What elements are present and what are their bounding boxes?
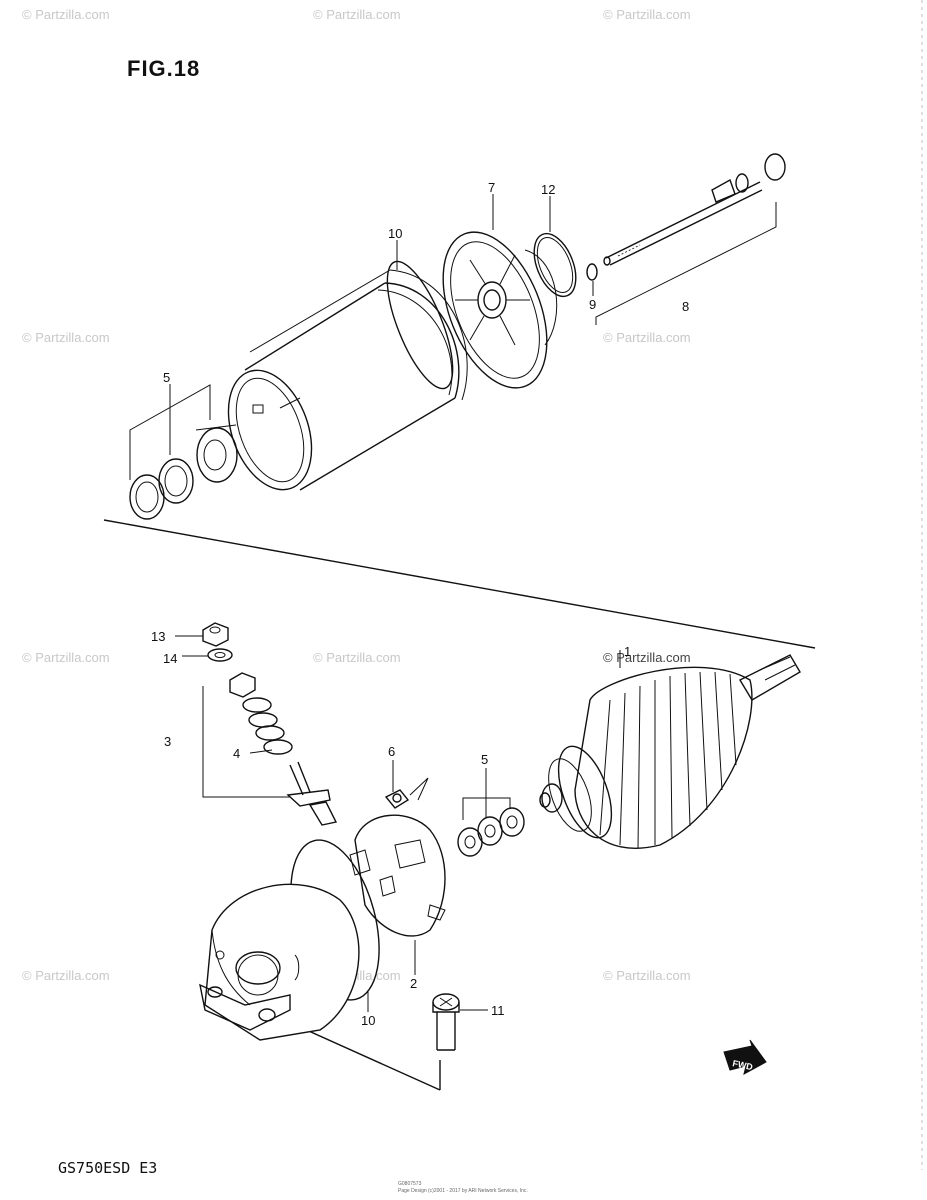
document-id: G0807573 bbox=[398, 1181, 422, 1187]
assembly-line bbox=[103, 519, 816, 649]
callout-9: 9 bbox=[589, 297, 596, 312]
callout-3: 3 bbox=[164, 734, 171, 749]
watermark: © Partzilla.com bbox=[22, 650, 110, 665]
nut-13 bbox=[202, 622, 229, 647]
starter-yoke-housing bbox=[227, 269, 470, 491]
brush-6 bbox=[384, 777, 429, 809]
fwd-label: FWD bbox=[732, 1058, 755, 1072]
washer-set-bottom bbox=[457, 807, 525, 857]
callout-8: 8 bbox=[682, 299, 689, 314]
washer-9 bbox=[586, 263, 598, 281]
watermark: © Partzilla.com bbox=[313, 650, 401, 665]
callout-7: 7 bbox=[488, 180, 495, 195]
watermark: © Partzilla.com bbox=[22, 7, 110, 22]
callout-10-top: 10 bbox=[388, 226, 402, 241]
callout-6: 6 bbox=[388, 744, 395, 759]
end-cover bbox=[442, 231, 558, 389]
through-bolt bbox=[603, 153, 786, 266]
watermark: © Partzilla.com bbox=[313, 7, 401, 22]
callout-4: 4 bbox=[233, 746, 240, 761]
o-ring-12 bbox=[533, 232, 577, 298]
figure-title: FIG.18 bbox=[127, 56, 201, 81]
watermark: © Partzilla.com bbox=[603, 7, 691, 22]
fwd-arrow: FWD bbox=[723, 1039, 767, 1075]
o-ring bbox=[386, 260, 454, 390]
callout-14: 14 bbox=[163, 651, 177, 666]
watermark: © Partzilla.com bbox=[603, 968, 691, 983]
callout-5-bottom: 5 bbox=[481, 752, 488, 767]
model-code: GS750ESD E3 bbox=[58, 1159, 158, 1177]
washer-set-top bbox=[129, 424, 238, 520]
watermark: © Partzilla.com bbox=[22, 330, 110, 345]
callout-11: 11 bbox=[491, 1003, 505, 1018]
callout-13: 13 bbox=[151, 629, 165, 644]
rear-end-cover bbox=[199, 883, 360, 1041]
watermark: © Partzilla.com bbox=[22, 968, 110, 983]
callout-5-top: 5 bbox=[163, 370, 170, 385]
callout-10-bottom: 10 bbox=[361, 1013, 375, 1028]
callout-12: 12 bbox=[541, 182, 555, 197]
brush-holder-plate bbox=[349, 814, 446, 937]
watermark: © Partzilla.com bbox=[603, 330, 691, 345]
watermark: © Partzilla.com bbox=[603, 650, 691, 665]
callout-2: 2 bbox=[410, 976, 417, 991]
callout-1: 1 bbox=[624, 644, 631, 659]
bolt-11 bbox=[432, 993, 460, 1051]
terminal-set bbox=[229, 672, 338, 826]
armature bbox=[539, 654, 801, 849]
copyright-line: Page Design (c)2001 - 2017 by ARI Networ… bbox=[398, 1188, 528, 1194]
washer-14 bbox=[207, 648, 233, 662]
